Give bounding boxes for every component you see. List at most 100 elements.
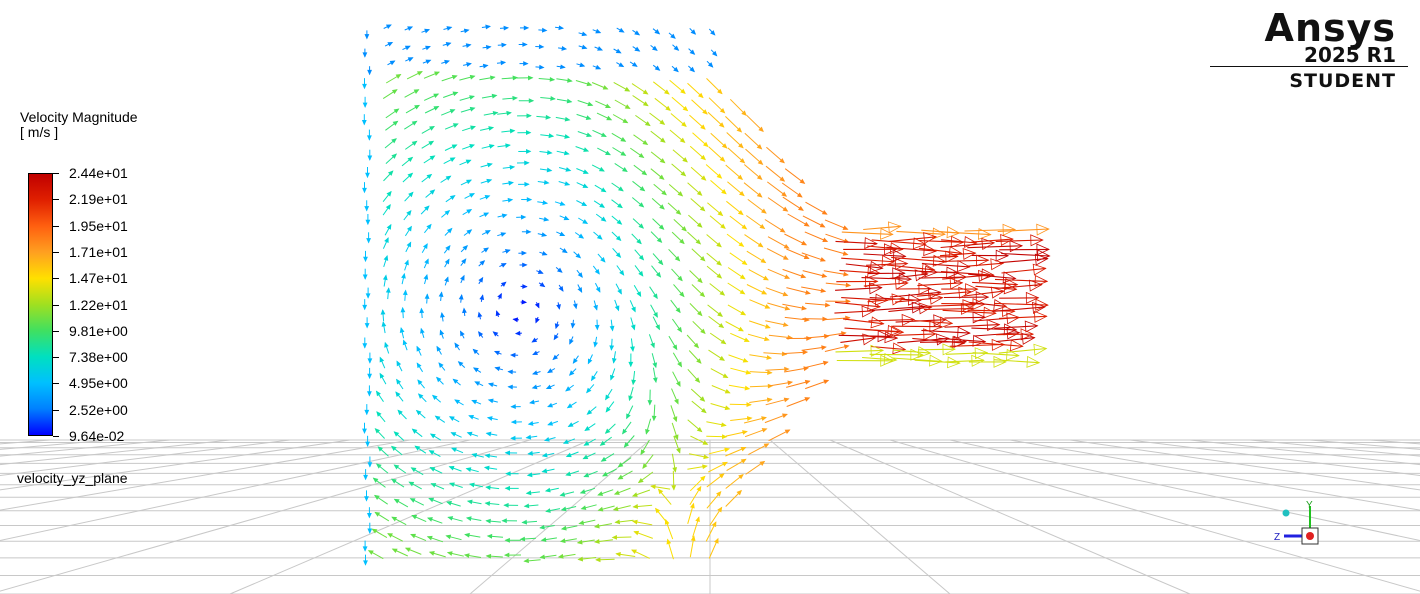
velocity-vector-head [617,288,622,295]
velocity-vector-head [739,289,746,295]
velocity-vector-head [486,416,493,421]
velocity-vector-head [697,92,704,99]
velocity-vector-head [1028,279,1043,292]
velocity-vector-head [523,558,529,564]
velocity-vector-head [444,59,450,65]
velocity-vector-head [720,339,727,345]
velocity-vector-head [781,191,788,197]
velocity-vector-head [843,271,849,277]
velocity-vector-head [1036,243,1050,256]
velocity-vector-head [406,241,412,248]
velocity-vector [870,345,906,351]
velocity-vector [862,356,897,361]
velocity-vectors [361,24,1051,566]
velocity-vector-head [664,89,670,95]
velocity-vector-head [861,305,876,318]
velocity-vector-head [682,157,688,163]
velocity-vector-head [784,429,791,435]
velocity-vector-head [756,144,763,150]
velocity-vector-head [565,167,572,172]
velocity-vector-head [446,26,453,31]
velocity-vector [888,273,928,280]
velocity-vector-head [702,109,708,115]
velocity-vector-head [411,515,418,520]
velocity-vector-head [407,57,414,62]
velocity-vector [914,359,960,364]
velocity-vector-head [523,61,529,67]
velocity-vector [916,291,972,297]
velocity-vector-head [593,341,598,348]
velocity-vector-head [741,110,747,116]
velocity-vector-head [680,171,687,177]
velocity-vector-head [703,454,710,460]
axis-triad-icon[interactable]: Y Z [1270,498,1330,550]
velocity-vector-head [561,46,568,51]
velocity-vector-head [448,482,455,488]
velocity-vector-head [510,435,516,441]
colorbar-tick-mark [53,199,59,200]
velocity-vector-head [527,75,534,81]
velocity-vector-head [631,492,638,497]
velocity-vector-head [600,132,607,137]
velocity-vector [863,225,901,231]
velocity-vector-head [493,350,500,356]
colorbar-tick-label: 9.64e-02 [69,428,125,444]
velocity-vector [944,324,1000,328]
velocity-vector-head [419,307,425,314]
velocity-vector-head [618,186,624,192]
velocity-vector-head [782,413,788,419]
velocity-vector-head [367,358,373,364]
velocity-vector-head [594,268,600,275]
velocity-vector-head [386,223,392,230]
velocity-vector-head [512,95,518,101]
velocity-vector-head [586,132,593,138]
velocity-vector-head [462,245,468,251]
velocity-vector [996,337,1035,343]
velocity-vector-head [383,254,389,261]
velocity-vector-head [387,170,394,176]
velocity-vector-head [483,465,490,471]
velocity-vector-head [526,113,532,119]
velocity-vector-head [696,426,703,433]
velocity-vector-head [371,528,378,534]
velocity-vector-head [822,237,829,243]
velocity-vector-head [782,291,789,297]
velocity-vector-head [586,387,592,394]
velocity-vector-head [911,301,926,314]
velocity-vector-head [717,506,723,513]
velocity-vector-head [407,172,414,179]
velocity-vector-head [474,381,481,386]
velocity-vector-head [763,443,770,449]
velocity-vector-head [956,260,971,273]
velocity-vector-head [448,416,455,421]
velocity-vector-head [582,169,589,174]
velocity-vector-head [529,399,535,405]
velocity-vector-head [702,464,708,470]
velocity-vector-head [477,311,483,318]
velocity-vector-head [559,492,566,497]
grid-line [0,439,291,476]
velocity-vector-head [545,114,552,120]
velocity-vector-head [425,45,431,51]
velocity-vector-head [560,525,567,531]
velocity-vector-head [719,156,726,162]
velocity-vector-head [541,452,548,458]
velocity-vector-head [894,277,909,290]
velocity-vector-head [661,190,667,196]
velocity-vector-head [652,377,658,384]
velocity-vector [914,319,953,324]
velocity-vector-head [581,31,588,37]
velocity-vector-head [644,121,651,127]
velocity-vector-head [1006,327,1021,340]
velocity-vector-head [422,243,428,249]
velocity-vector-head [365,172,370,179]
velocity-vector-head [675,307,681,314]
velocity-vector-head [1024,320,1039,333]
velocity-vector-head [386,190,392,197]
velocity-vector-head [417,393,424,399]
velocity-vector-head [991,338,1006,351]
velocity-vector-head [526,472,533,478]
velocity-vector-head [721,434,728,440]
velocity-vector-head [374,427,381,434]
